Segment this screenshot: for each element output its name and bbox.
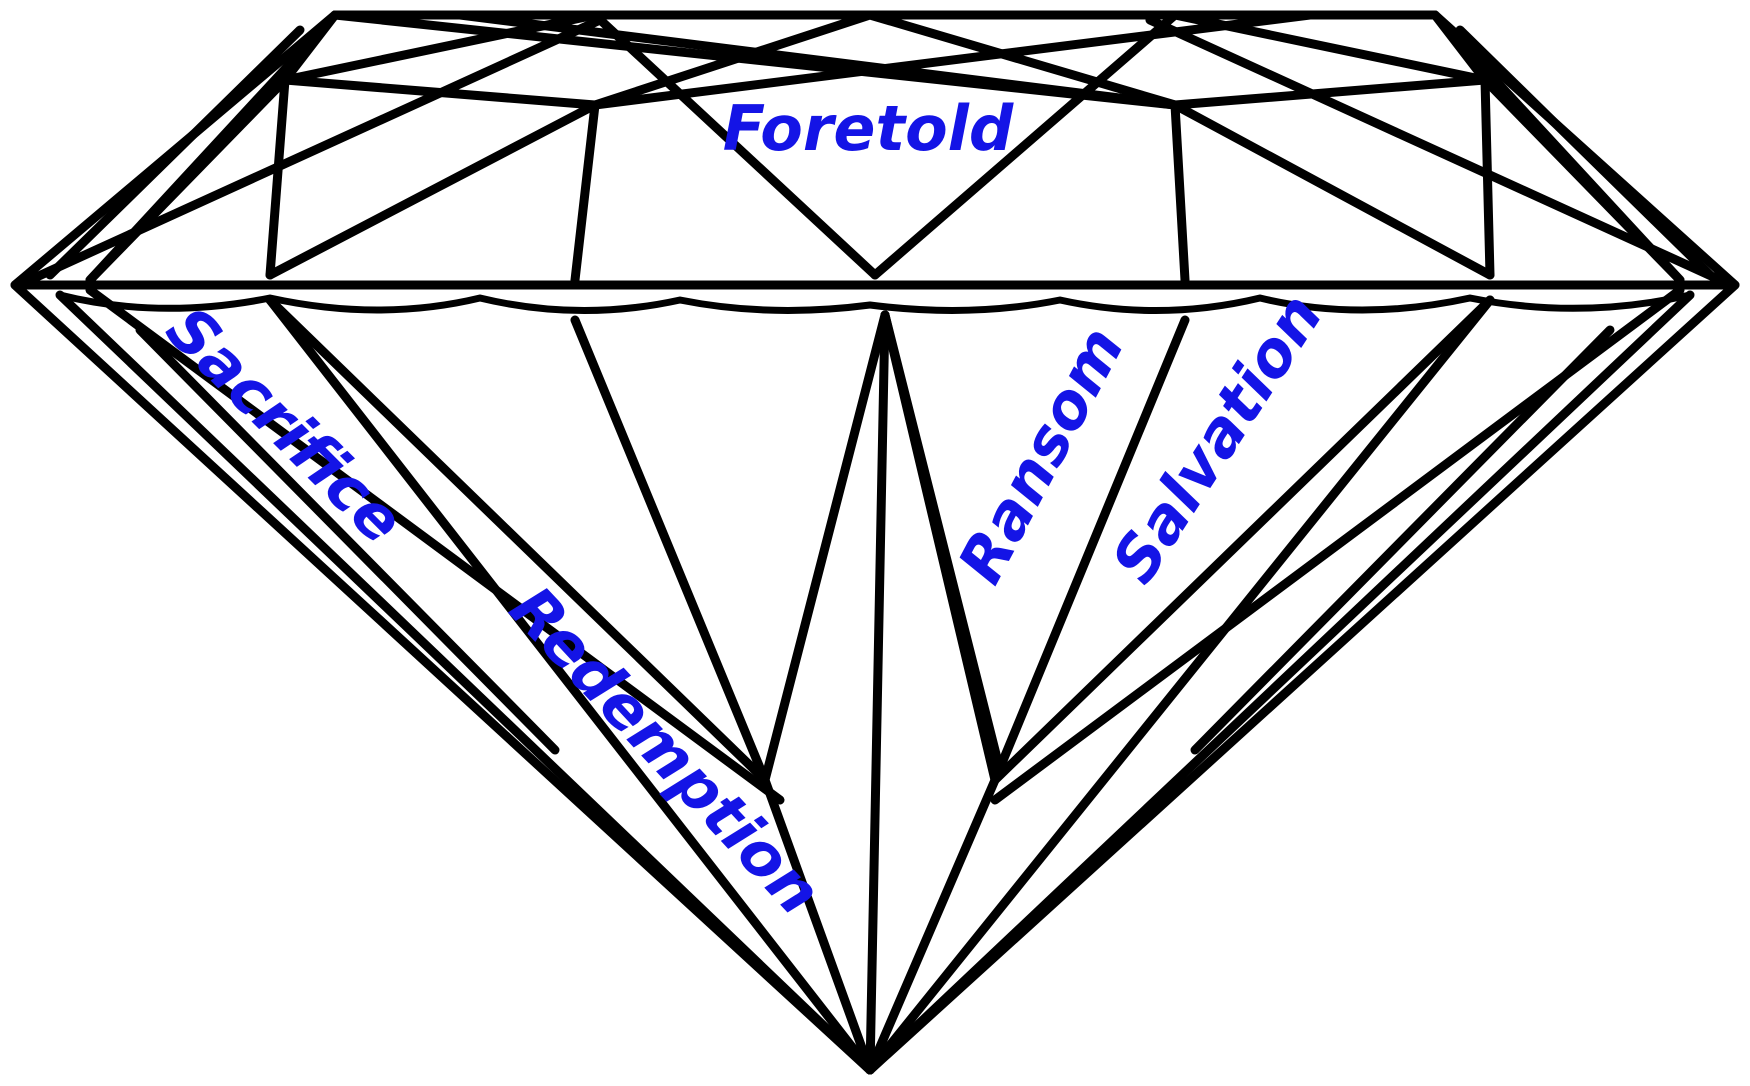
table-inner-right-vertical (1175, 105, 1185, 280)
pavilion-right-inner-3 (870, 300, 1490, 1070)
crown-upper-right-facet (1175, 105, 1490, 275)
crown-right-small-outline (1460, 30, 1710, 275)
table-inner-left-vertical (575, 105, 595, 280)
crown-left-small-outline (50, 30, 300, 275)
girdle-arc-line (60, 295, 1690, 311)
crown-upper-left-facet (270, 105, 595, 275)
table-left-vertical (270, 80, 285, 275)
diamond-outline (15, 15, 1735, 1070)
pavilion-right-inner-1 (870, 295, 1690, 1070)
label-foretold: Foretold (723, 92, 1014, 165)
pavilion-center-left (870, 315, 885, 1070)
pavilion-left-inner-1 (60, 295, 870, 1070)
pavilion-right-to-culet (870, 780, 995, 1070)
